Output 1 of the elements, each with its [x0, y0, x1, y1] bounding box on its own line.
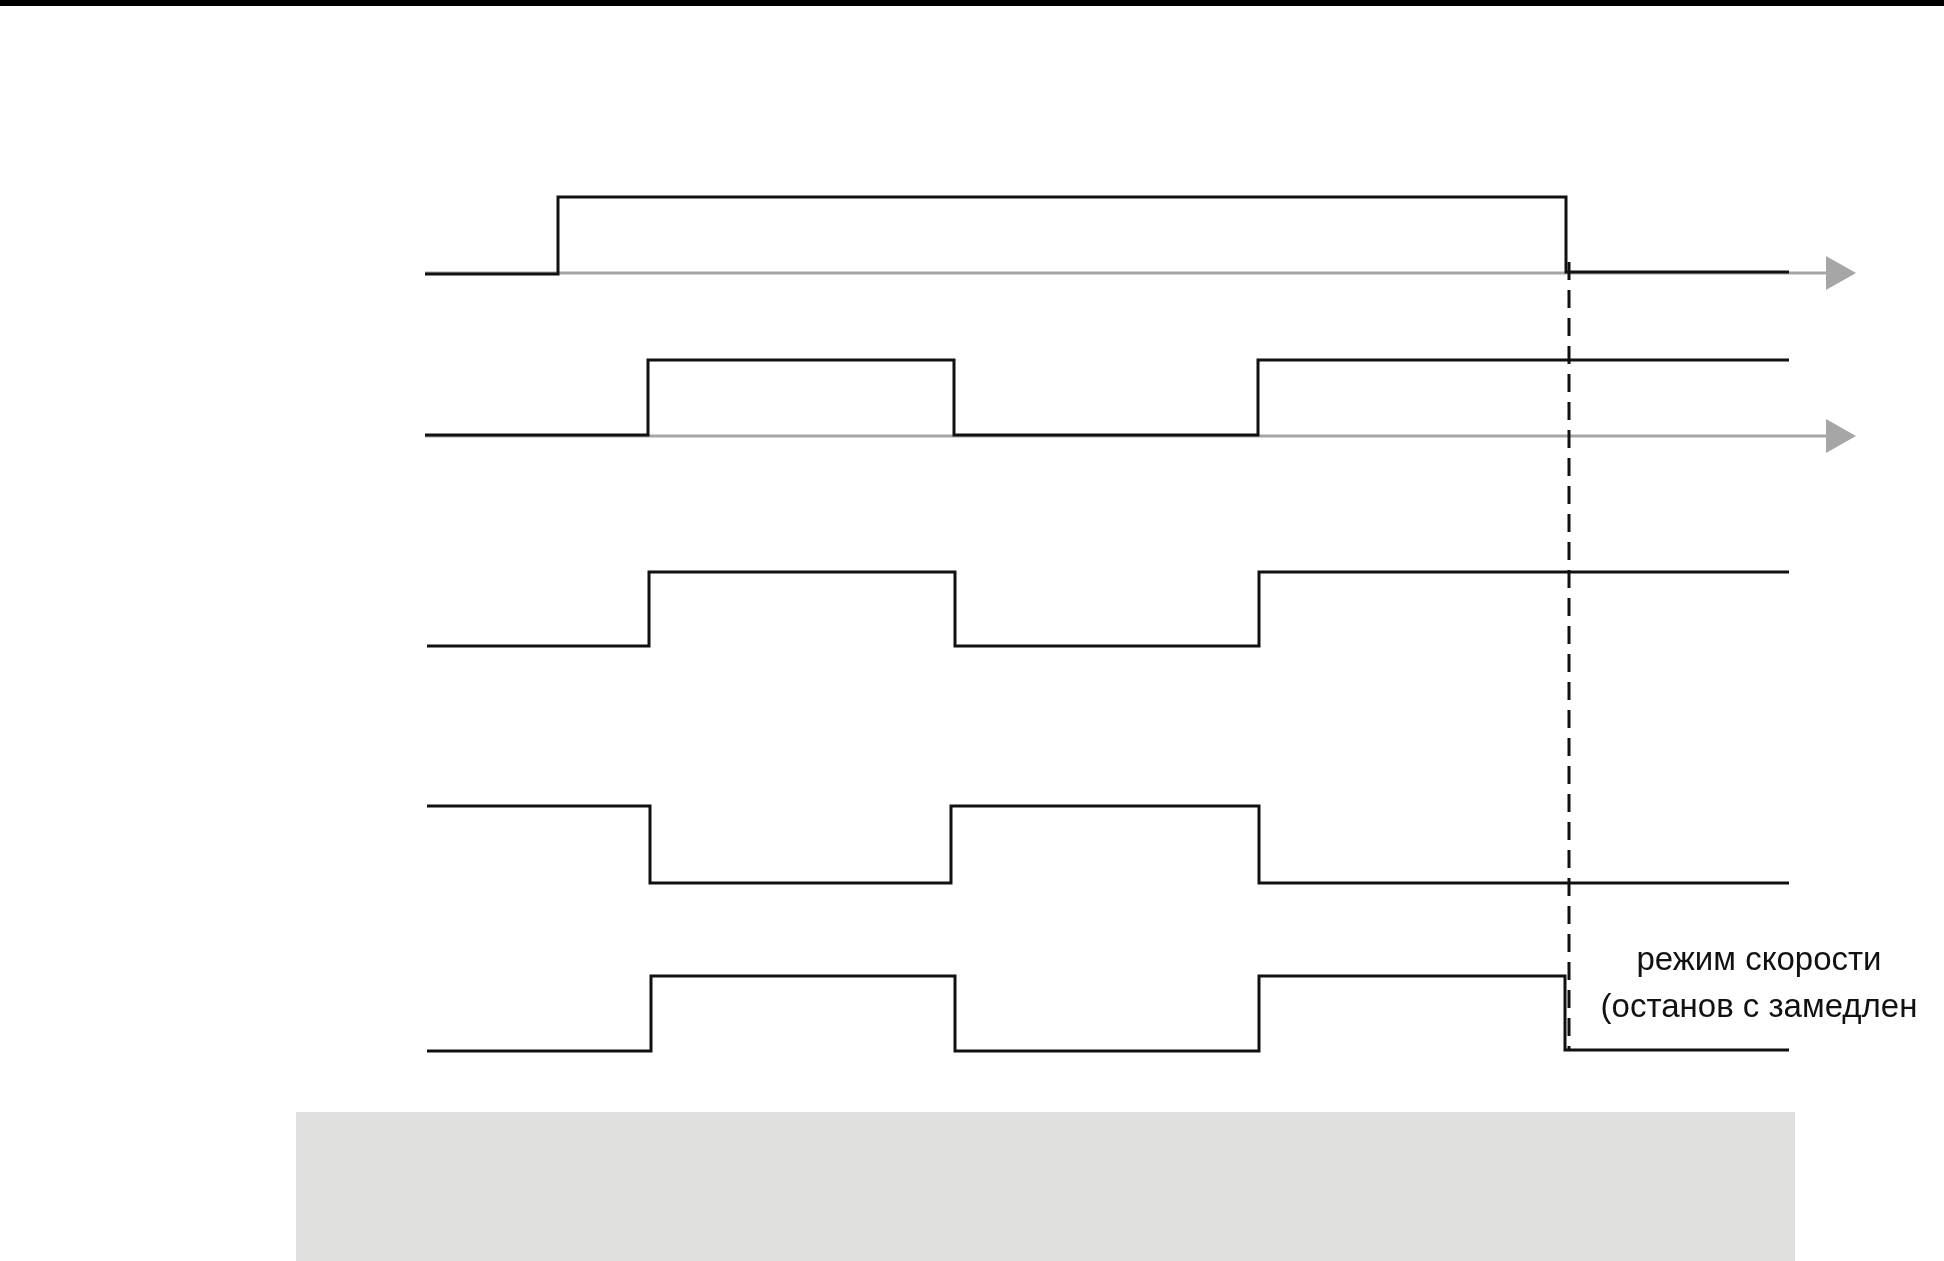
note-text: режим скорости (останов с замедлен — [1599, 939, 1919, 1026]
